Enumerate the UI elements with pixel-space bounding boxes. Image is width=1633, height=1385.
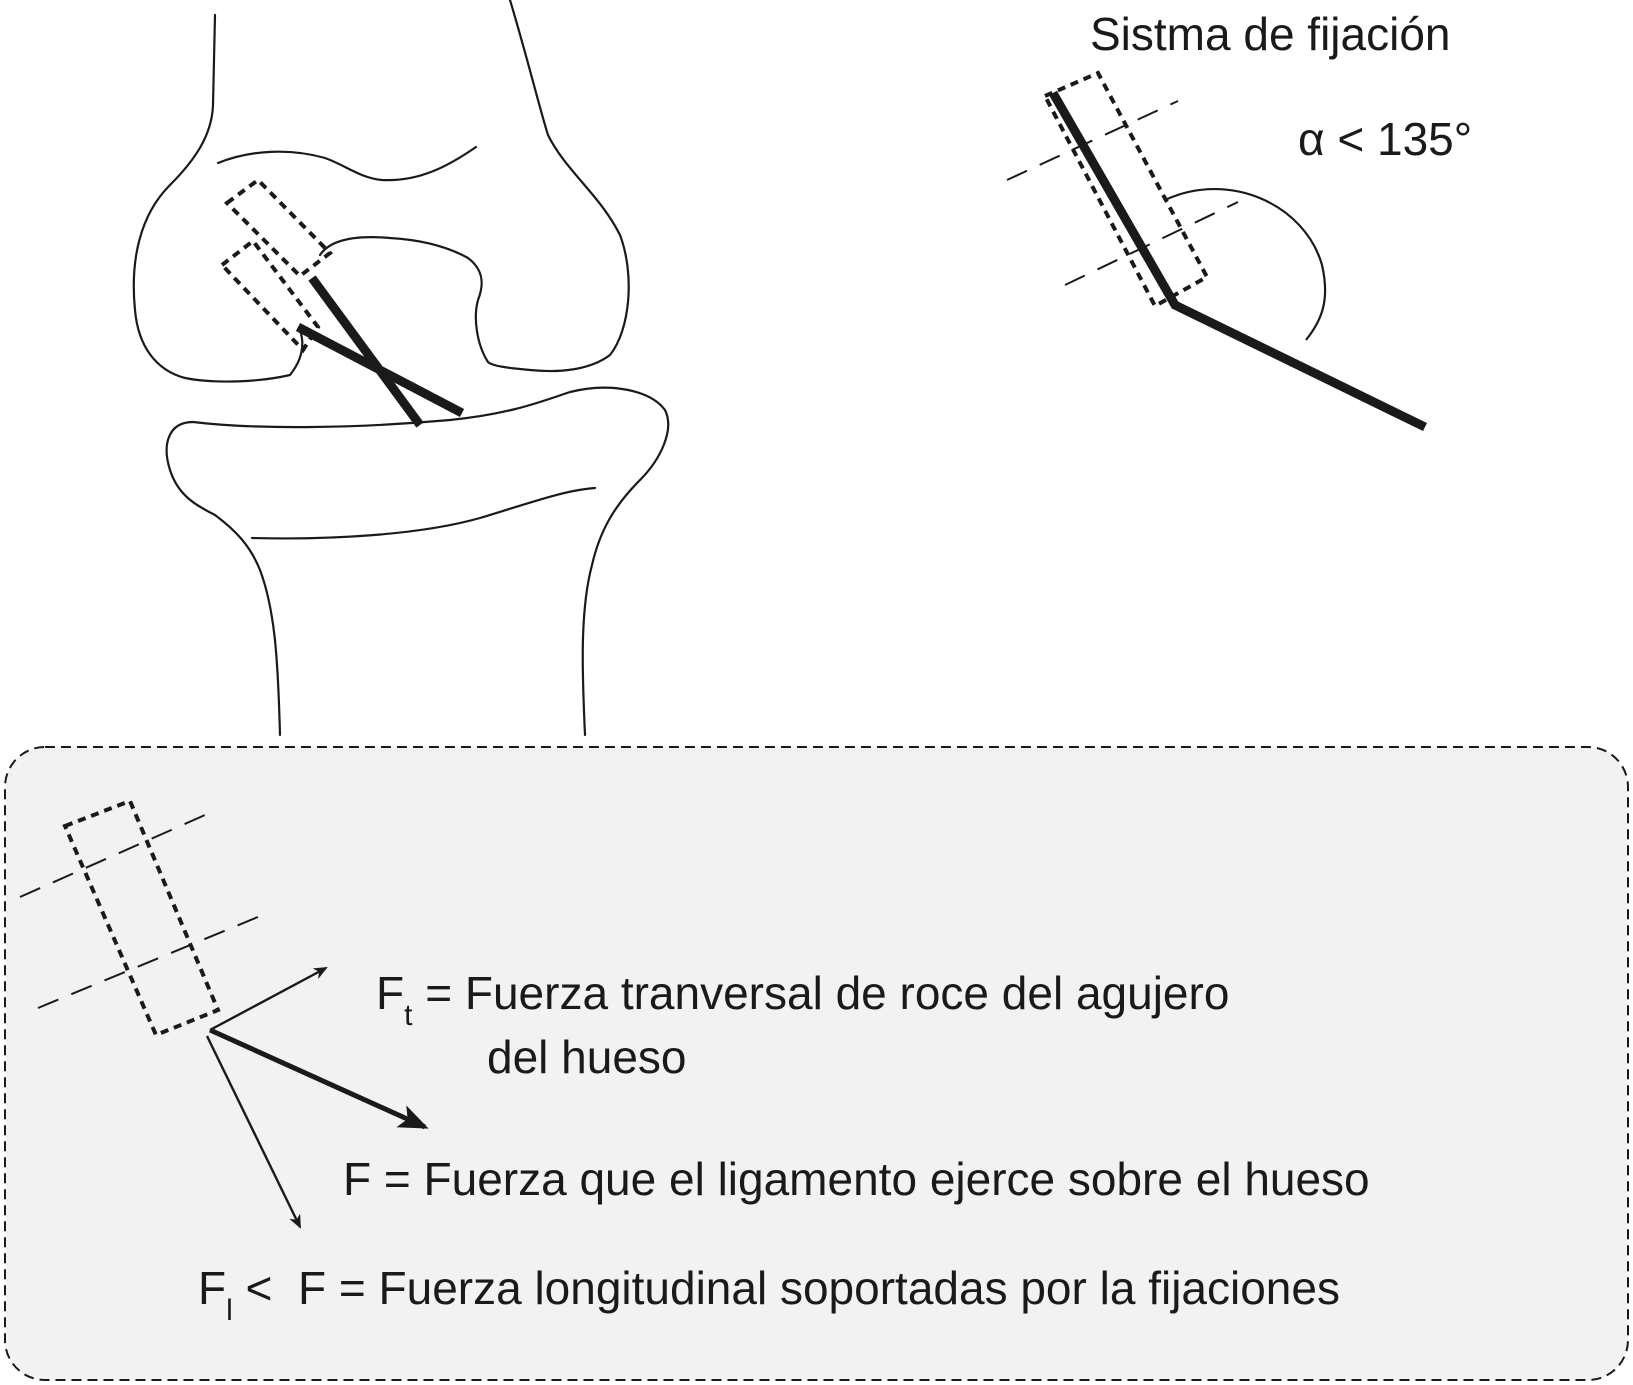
tibia-growth-line (250, 486, 597, 540)
f-arrow (208, 1027, 429, 1130)
fl-symbol: F (198, 1262, 226, 1314)
intercondylar-notch (318, 236, 490, 364)
femur-outline-lateral (486, 0, 630, 373)
femoral-tunnels (219, 177, 334, 354)
fixation-tunnel (1042, 70, 1210, 309)
fl-subscript: l (226, 1294, 233, 1327)
fixation-system (1006, 70, 1427, 432)
ft-arrow (209, 966, 328, 1032)
ft-line1: = Fuerza tranversal de roce del agujero (412, 967, 1229, 1019)
fixation-dash-lower (1064, 201, 1239, 286)
legend-tunnel (19, 798, 271, 1038)
condyle-contour (216, 145, 478, 182)
angle-arc (1164, 188, 1327, 341)
fixation-bent-line (1049, 90, 1427, 432)
fl-label: Fl < F = Fuerza longitudinal soportadas … (198, 1262, 1340, 1327)
angle-label: α < 135° (1298, 113, 1472, 165)
f-label: F = Fuerza que el ligamento ejerce sobre… (343, 1153, 1370, 1205)
fl-line: < F = Fuerza longitudinal soportadas por… (233, 1262, 1340, 1314)
legend-tunnel-rect (62, 798, 221, 1038)
knee-anatomy (132, 0, 670, 737)
force-vectors (205, 966, 429, 1229)
ft-line2: del hueso (487, 1031, 687, 1083)
femoral-tunnel-upper (223, 177, 334, 279)
ft-symbol: F (376, 967, 404, 1019)
fl-arrow (205, 1035, 302, 1229)
femoral-tunnel-lower (219, 238, 321, 354)
ft-label: Ft = Fuerza tranversal de roce del aguje… (376, 967, 1229, 1032)
fixation-dash-upper (1006, 100, 1179, 181)
legend-dash-lower (37, 911, 271, 1009)
graft-line-1 (308, 275, 424, 428)
femur-outline (132, 13, 304, 383)
force-legend-panel (4, 746, 1629, 1381)
system-title: Sistma de fijación (1090, 8, 1451, 60)
tibia-plateau (191, 386, 670, 737)
tibia-outline (165, 420, 282, 737)
ft-subscript: t (404, 999, 413, 1032)
graft-line-2 (295, 323, 465, 417)
legend-text: Ft = Fuerza tranversal de roce del aguje… (198, 967, 1370, 1327)
cruciate-graft (295, 275, 465, 428)
